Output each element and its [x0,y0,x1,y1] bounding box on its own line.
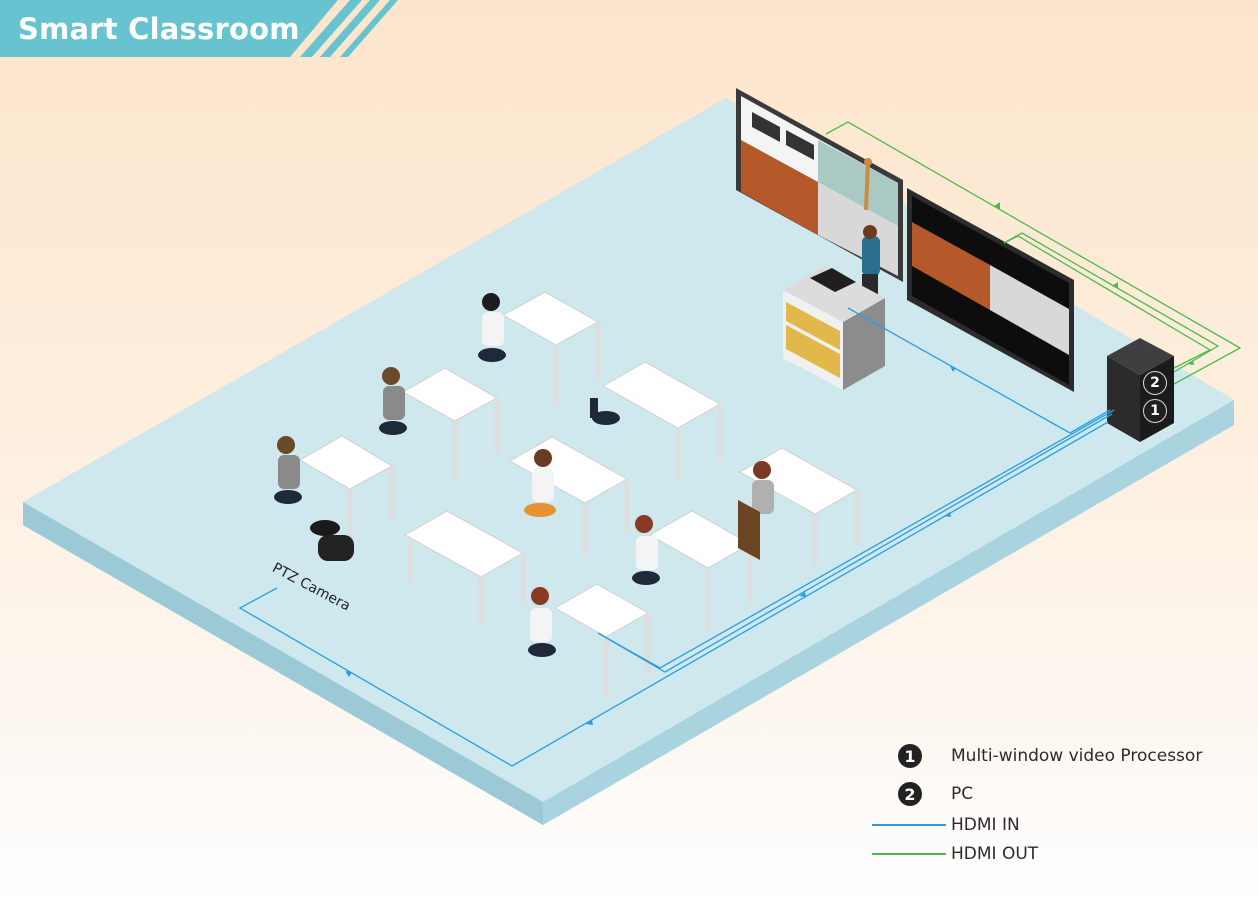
legend-label-hdmi-in: HDMI IN [951,815,1020,835]
legend-label-hdmi-out: HDMI OUT [951,844,1039,864]
student [478,293,506,362]
title-banner [0,0,398,57]
legend-label-pc: PC [951,784,974,804]
student [524,449,556,517]
student [379,367,407,435]
legend-badge-1: 1 [898,744,922,768]
legend-line-hdmi-out [872,853,946,855]
student [632,515,660,585]
desks [298,291,859,638]
student [738,461,774,560]
teacher [862,225,880,298]
hdmi-out-arrows [994,202,1194,365]
student [528,587,556,657]
students [274,293,774,657]
legend-label-processor: Multi-window video Processor [951,746,1203,766]
legend-badge-2: 2 [898,782,922,806]
display-screen-right [907,188,1074,392]
hdmi-in-cables [238,307,1115,767]
legend-line-hdmi-in [872,824,946,826]
ptz-camera [310,520,354,561]
desk-legs [347,322,860,698]
podium [783,266,885,390]
hdmi-out-cables [825,121,1242,385]
floor-platform [23,98,1234,825]
processor-badge-2: 2 [1143,371,1167,395]
hdmi-in-arrows [345,366,956,725]
page-title: Smart Classroom [18,12,300,46]
empty-chair [590,398,620,425]
processor-badge-1: 1 [1143,399,1167,423]
student [274,436,302,504]
